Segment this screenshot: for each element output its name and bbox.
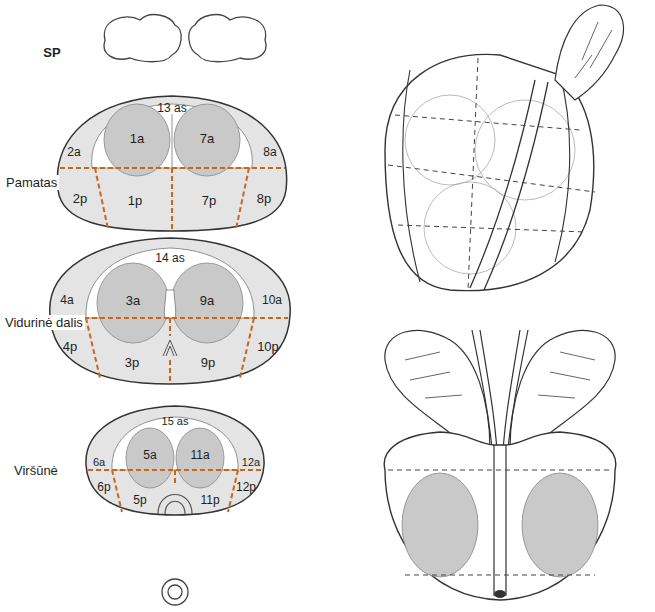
sector-number: 10a <box>262 294 282 306</box>
vesicle-outline <box>189 15 266 62</box>
sector-number: 3a <box>126 294 140 307</box>
urethra-symbol <box>158 495 192 515</box>
zone-guide <box>475 100 575 200</box>
zone-circle <box>176 428 224 488</box>
zone-circle <box>522 473 598 577</box>
urethra-ring <box>168 585 182 599</box>
sector-number: 11a <box>190 449 209 461</box>
level-label: Viršūnė <box>14 464 58 477</box>
level-label: Vidurinė dalis <box>3 315 85 330</box>
seminal-vesicles <box>104 15 266 62</box>
level-line <box>395 115 580 130</box>
midline <box>172 114 173 168</box>
level-line <box>388 470 612 575</box>
base-section <box>57 96 286 231</box>
sector-number: 2a <box>67 146 80 158</box>
zone-circle <box>97 263 169 343</box>
gland-outline <box>385 54 594 290</box>
sector-number: 6p <box>97 481 110 493</box>
sector-number: 12a <box>242 457 260 468</box>
zone-circle <box>171 263 243 343</box>
sector-divider <box>171 168 173 231</box>
sector-number: 4p <box>63 340 77 353</box>
sector-number: 7p <box>202 194 216 207</box>
sector-number: 5p <box>133 494 146 506</box>
apex-section <box>86 406 264 515</box>
sector-number: 11p <box>200 494 219 506</box>
section-outline <box>57 96 286 231</box>
sagittal-view <box>385 5 623 291</box>
section-outline <box>57 96 286 231</box>
sector-divider <box>174 470 176 484</box>
section-outline <box>50 238 290 384</box>
urethra-tube <box>494 445 506 596</box>
sector-number: 7a <box>200 132 214 145</box>
sector-number: 2p <box>73 192 87 205</box>
sector-number: 5a <box>143 449 156 461</box>
vesicle-folds <box>575 22 612 78</box>
urethra-tube <box>470 80 548 290</box>
vesicle-folds <box>405 352 595 398</box>
level-line <box>468 58 478 290</box>
section-outline <box>86 406 264 515</box>
urethra-ring <box>162 579 188 605</box>
sector-number: 1p <box>128 194 142 207</box>
level-line <box>405 575 595 576</box>
sector-number: 3p <box>125 356 139 369</box>
sector-divider <box>86 318 100 378</box>
verumontanum <box>164 290 175 318</box>
level-line <box>388 165 595 192</box>
vesicle-outline <box>555 5 623 100</box>
mid-section <box>50 238 290 384</box>
sector-number: 8p <box>257 192 271 205</box>
sector-divider <box>236 168 249 229</box>
zone-guide <box>405 95 495 185</box>
vesicle-outline <box>104 15 181 62</box>
sector-divider <box>240 318 254 378</box>
sector-number: 15 as <box>162 416 189 427</box>
sector-number: 6a <box>93 457 105 468</box>
sector-number: 8a <box>263 146 276 158</box>
sector-number: 9p <box>201 356 215 369</box>
level-line <box>388 470 612 471</box>
sector-number: 14 as <box>155 252 184 264</box>
section-outline <box>86 406 264 515</box>
zone-circle <box>402 473 478 577</box>
sector-divider <box>60 168 285 231</box>
sector-number: 9a <box>200 294 214 307</box>
coronal-view <box>384 330 616 600</box>
zone-circle <box>104 104 170 176</box>
sector-number: 10p <box>257 340 279 353</box>
urethra-opening <box>494 590 506 598</box>
zone-circle <box>174 104 240 176</box>
zone-circle <box>126 428 174 488</box>
view-label: SP <box>43 46 60 59</box>
level-line <box>398 225 585 232</box>
gland-outline <box>384 432 616 600</box>
sector-number: 4a <box>60 294 73 306</box>
sector-number: 12p <box>236 481 256 493</box>
sector-divider <box>52 318 288 384</box>
sector-divider <box>95 168 108 229</box>
sector-number: 13 as <box>157 102 186 114</box>
sector-divider <box>88 470 262 512</box>
sector-divider <box>169 318 171 336</box>
sector-divider <box>112 470 122 512</box>
urethra-ring <box>162 579 188 605</box>
section-outline <box>50 238 290 384</box>
level-line <box>388 58 595 290</box>
sector-number: 1a <box>130 132 144 145</box>
sector-divider <box>169 360 171 384</box>
level-label: Pamatas <box>4 175 59 190</box>
urethra-symbol <box>163 340 177 356</box>
